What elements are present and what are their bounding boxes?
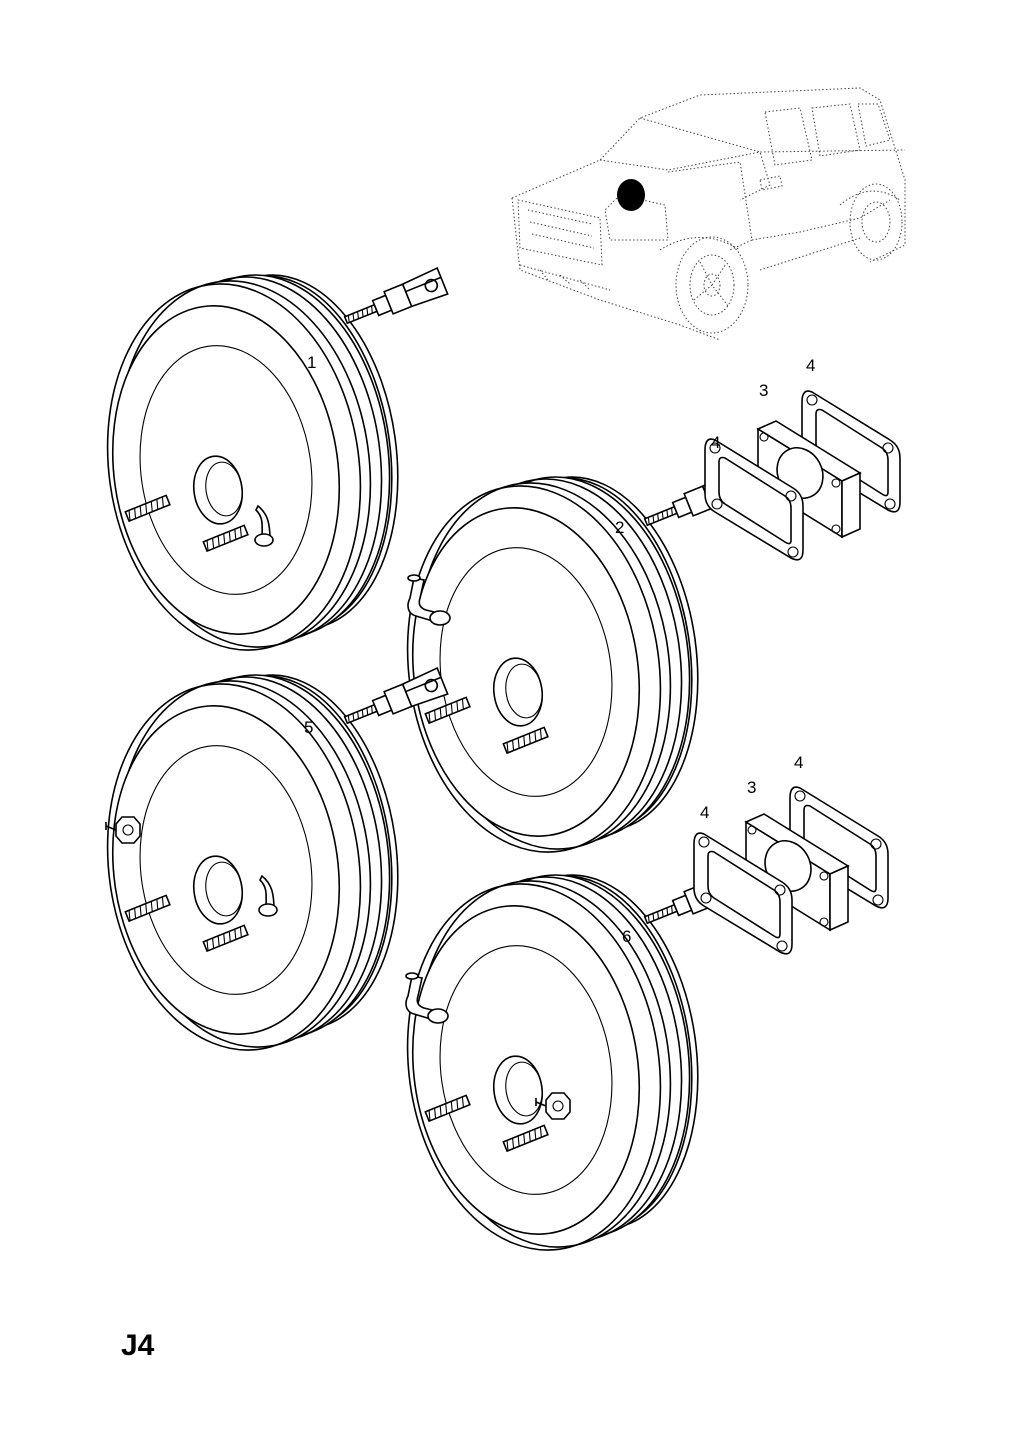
callout-1: 1 [307, 353, 316, 372]
brake-booster-6 [383, 858, 749, 1268]
page-code: J4 [121, 1329, 155, 1362]
callout-3-lower: 3 [747, 778, 756, 797]
brake-booster-1 [83, 258, 449, 668]
brake-booster-5 [83, 658, 449, 1068]
callout-4-lower-left: 4 [700, 803, 709, 822]
callout-4-upper-right: 4 [806, 356, 815, 375]
callout-2: 2 [615, 518, 624, 537]
callout-4-lower-right: 4 [794, 753, 803, 772]
callout-4-upper-left: 4 [711, 433, 720, 452]
callout-5: 5 [304, 718, 313, 737]
vehicle-locator-illustration [511, 87, 906, 341]
location-marker-dot [617, 179, 645, 211]
callout-3-upper: 3 [759, 381, 768, 400]
callout-6: 6 [622, 927, 631, 946]
brake-booster-2 [383, 460, 749, 870]
